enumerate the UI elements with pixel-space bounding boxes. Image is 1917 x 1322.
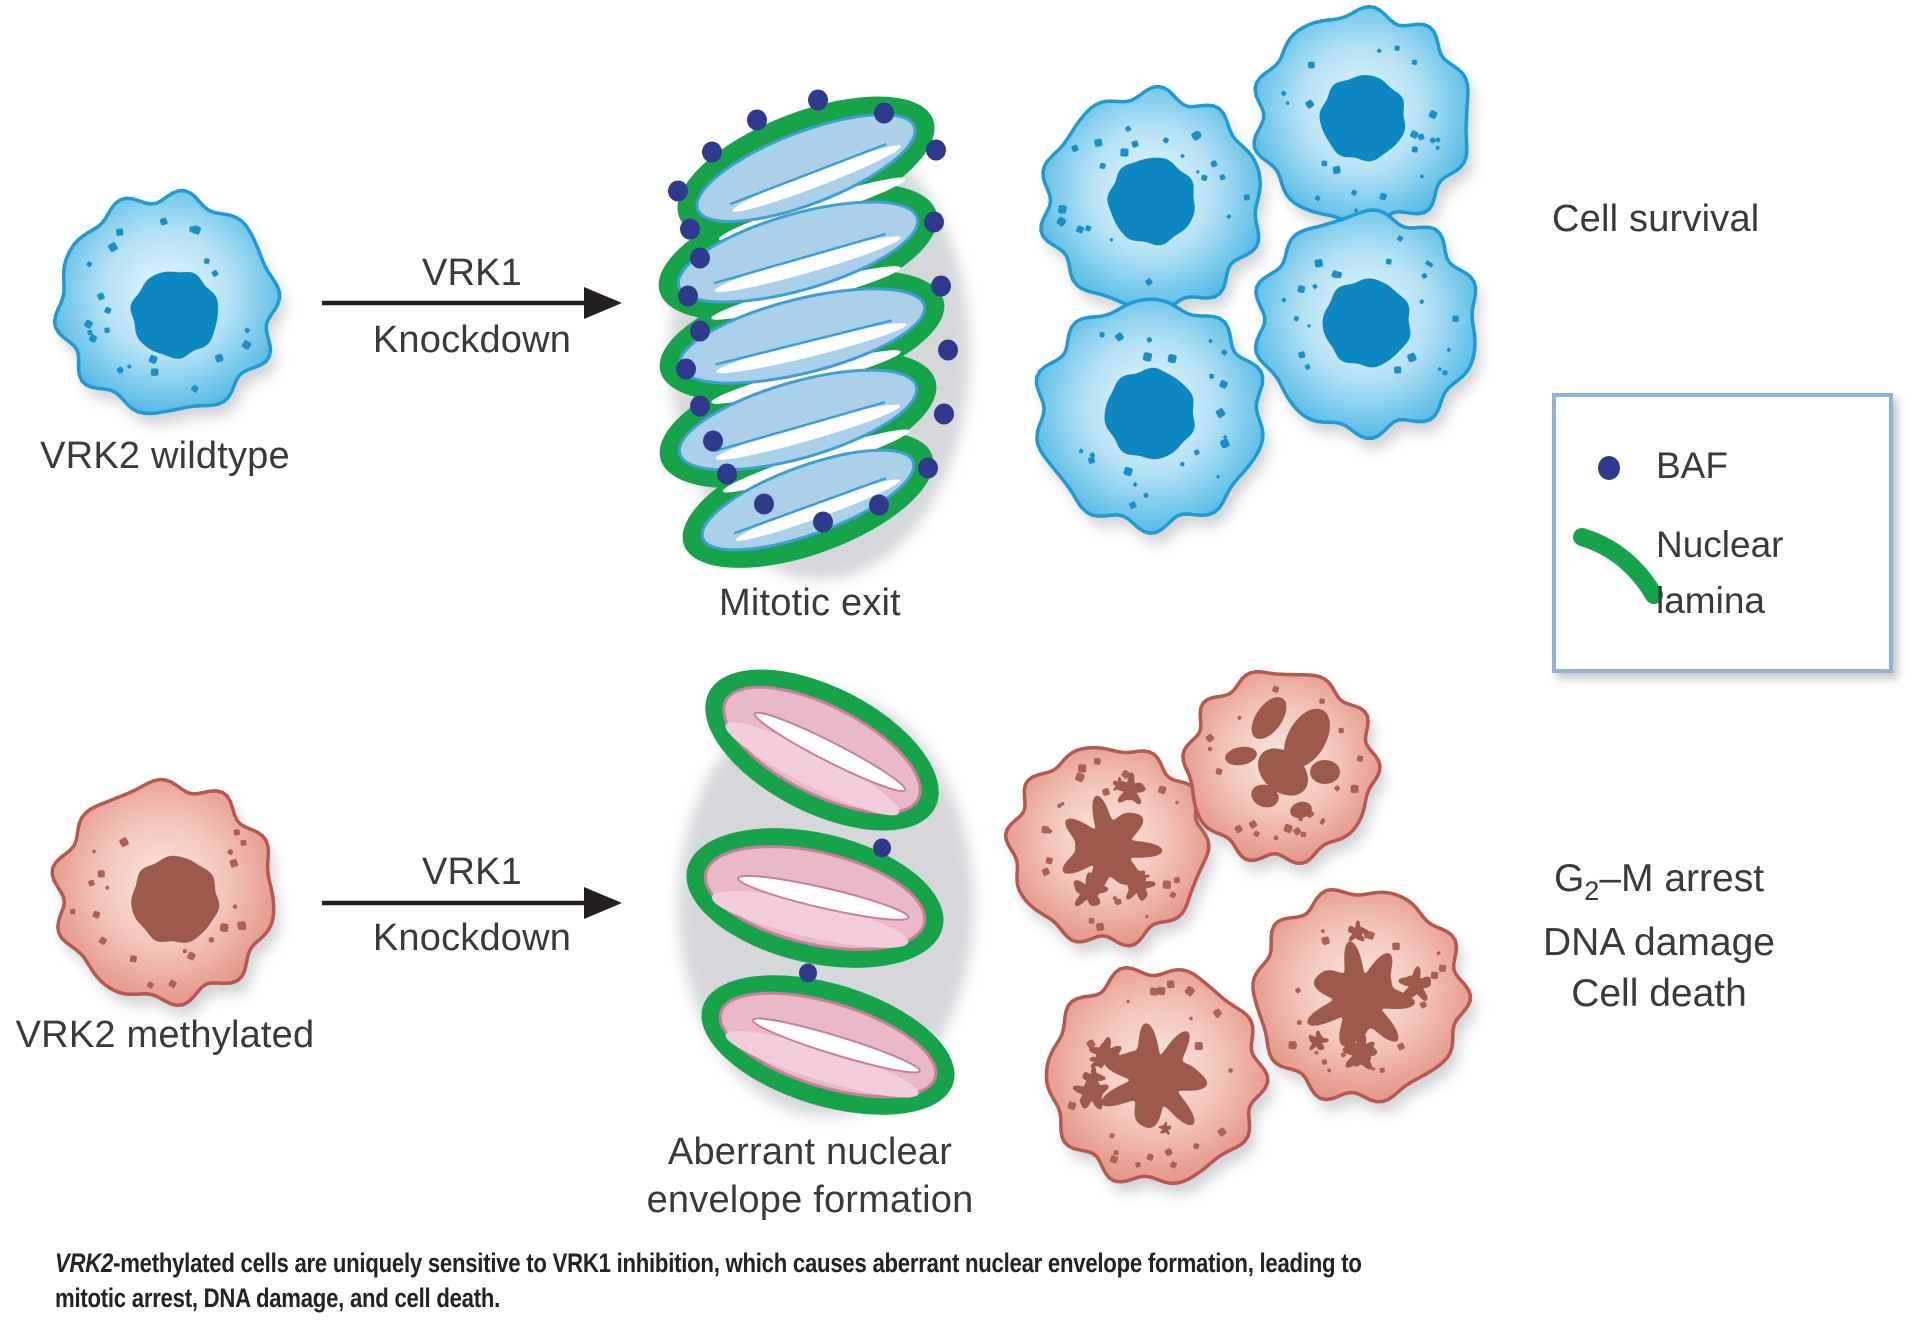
- wildtype-cell: [52, 188, 286, 425]
- nuclear-lamina-icon: [1573, 528, 1663, 604]
- dna-damage-label: DNA damage: [1543, 920, 1775, 964]
- legend: BAF Nuclear lamina: [1552, 393, 1893, 673]
- methylated-cell: [50, 777, 280, 1017]
- dying-cell-1: [1003, 745, 1215, 957]
- arrow-bottom-label-vrk1: VRK1: [421, 851, 523, 893]
- arrow-bottom-label-knockdown: Knockdown: [372, 917, 572, 959]
- mitotic-exit-structure: [658, 89, 970, 580]
- figure-caption: VRK2-methylated cells are uniquely sensi…: [55, 1246, 1362, 1316]
- mitotic-exit-label: Mitotic exit: [719, 582, 901, 624]
- aberrant-label-line1: Aberrant nuclear: [667, 1131, 953, 1173]
- arrow-top-label-vrk1: VRK1: [421, 252, 523, 294]
- caption-line1: VRK2-methylated cells are uniquely sensi…: [55, 1248, 1362, 1278]
- dying-cell-4: [1044, 965, 1274, 1195]
- aberrant-label-line2: envelope formation: [646, 1179, 974, 1221]
- baf-dot-icon: [1598, 456, 1620, 480]
- surviving-cell-1: [1039, 84, 1267, 324]
- legend-lamina-label: Nuclear lamina: [1656, 524, 1784, 621]
- aberrant-envelope-structure: [678, 669, 974, 1117]
- cell-survival-label: Cell survival: [1552, 198, 1760, 240]
- dying-cell-2: [1181, 670, 1386, 875]
- dying-cell-3: [1251, 887, 1477, 1113]
- caption-line2: mitotic arrest, DNA damage, and cell dea…: [55, 1283, 501, 1313]
- surviving-cell-4: [1034, 297, 1269, 545]
- wildtype-cell-label: VRK2 wildtype: [40, 435, 290, 477]
- legend-baf-label: BAF: [1656, 445, 1728, 486]
- surviving-cell-3: [1253, 208, 1482, 450]
- surviving-cell-2: [1252, 4, 1474, 240]
- vrk1-knockdown-arrow-bottom: [322, 887, 622, 919]
- methylated-cell-label: VRK2 methylated: [15, 1014, 315, 1056]
- cell-death-label: Cell death: [1571, 971, 1747, 1015]
- outcome-labels: G2–M arrest DNA damage Cell death: [1459, 853, 1859, 1019]
- g2m-arrest-label: G2–M arrest: [1553, 857, 1765, 906]
- caption-gene-name: VRK2: [55, 1248, 114, 1278]
- arrow-top-label-knockdown: Knockdown: [372, 319, 572, 361]
- vrk1-knockdown-arrow-top: [322, 287, 622, 319]
